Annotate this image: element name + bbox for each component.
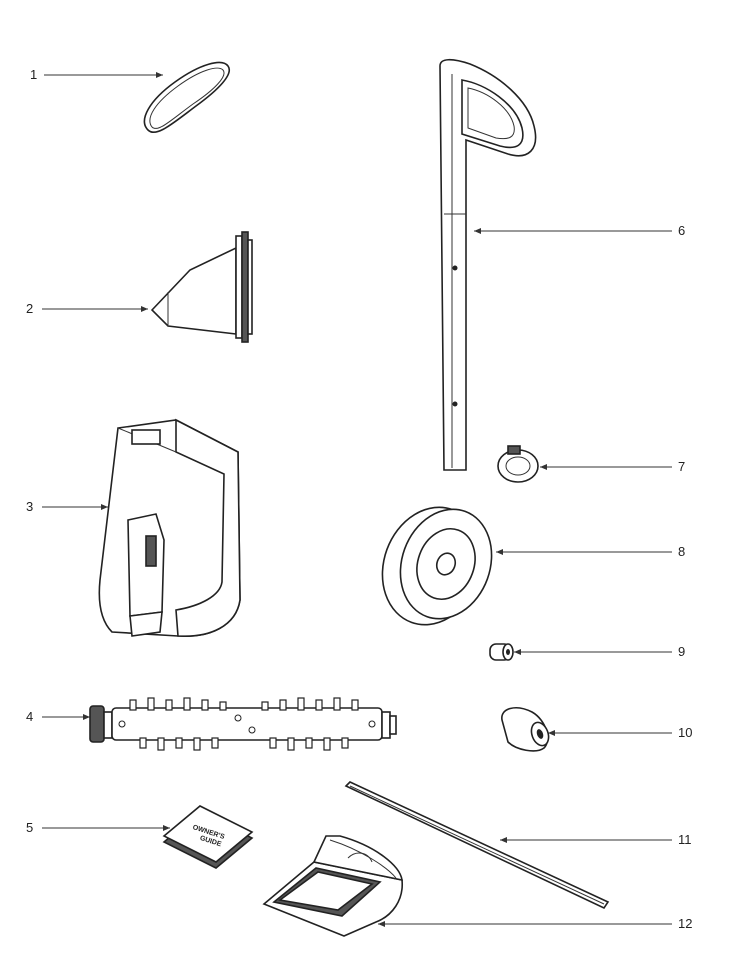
part-number-10: 10 <box>678 725 692 740</box>
part-4: 4 <box>26 697 397 751</box>
part-number-11: 11 <box>678 832 692 847</box>
bushing-icon <box>489 643 514 661</box>
part-9: 9 <box>489 643 685 661</box>
dirt-cup-icon <box>98 418 241 637</box>
brush-roll-icon <box>89 697 397 751</box>
part-5: 5 OWNER'S GUIDE <box>26 805 254 869</box>
part-number-3: 3 <box>26 499 33 514</box>
part-12: 12 <box>262 835 692 937</box>
part-8: 8 <box>381 506 685 626</box>
filter-door-icon <box>262 835 403 937</box>
crevice-tool-icon <box>150 231 253 343</box>
owners-guide-icon: OWNER'S GUIDE <box>162 805 254 869</box>
part-6: 6 <box>439 58 685 471</box>
belt-icon <box>143 61 231 133</box>
axle-rod-icon <box>344 781 610 910</box>
part-number-6: 6 <box>678 223 685 238</box>
part-number-12: 12 <box>678 916 692 931</box>
part-number-2: 2 <box>26 301 33 316</box>
end-cap-icon <box>501 707 550 752</box>
part-number-4: 4 <box>26 709 33 724</box>
part-11: 11 <box>344 781 692 910</box>
part-number-7: 7 <box>678 459 685 474</box>
handle-icon <box>439 58 537 471</box>
part-3: 3 <box>26 418 241 637</box>
part-number-9: 9 <box>678 644 685 659</box>
part-7: 7 <box>497 445 685 483</box>
part-number-5: 5 <box>26 820 33 835</box>
clip-icon <box>497 445 539 483</box>
part-2: 2 <box>26 231 253 343</box>
part-number-8: 8 <box>678 544 685 559</box>
part-10: 10 <box>501 707 692 752</box>
wheel-icon <box>381 506 493 626</box>
part-1: 1 <box>30 61 231 133</box>
part-number-1: 1 <box>30 67 37 82</box>
